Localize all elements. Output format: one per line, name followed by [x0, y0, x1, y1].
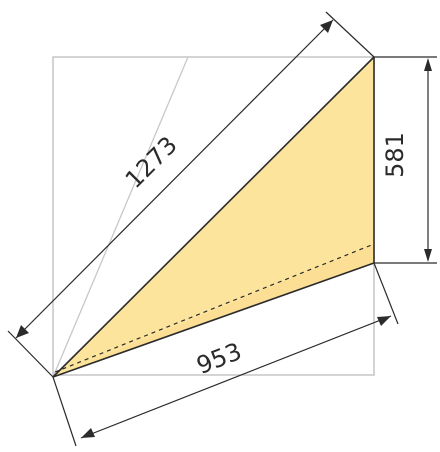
guide-line [52, 56, 189, 378]
triangle-shadow-strip [53, 244, 374, 377]
hypotenuse-ext-upper [325, 11, 375, 58]
base-arrow-right [377, 316, 391, 326]
base-ext-left [52, 376, 77, 447]
hypotenuse-ext-lower [7, 330, 54, 378]
base-arrow-left [81, 428, 95, 438]
base-dimension-line [80, 315, 392, 439]
hypotenuse-label: 1273 [120, 131, 183, 194]
base-ext-right [373, 262, 399, 325]
triangle-base-edge [52, 262, 375, 378]
height-arrow-top [424, 58, 432, 71]
hypotenuse-arrow-lower [16, 325, 29, 338]
hypotenuse-arrow-upper [320, 20, 333, 33]
triangle-hypotenuse-edge [52, 56, 375, 378]
base-label: 953 [193, 337, 246, 380]
height-arrow-bottom [424, 249, 432, 262]
hypotenuse-dimension-line [15, 19, 334, 339]
height-label: 581 [381, 132, 409, 178]
dashed-fold-line [54, 243, 375, 373]
